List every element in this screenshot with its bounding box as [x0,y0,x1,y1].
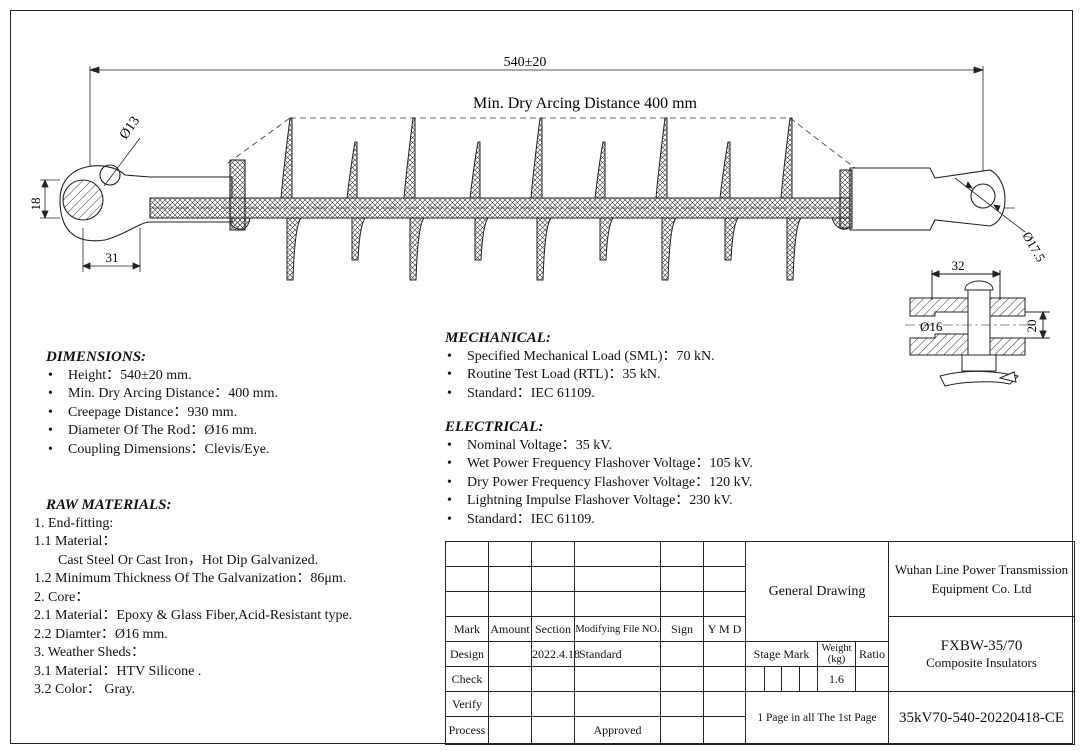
electrical-item: Dry Power Frequency Flashover Voltage：12… [445,474,753,493]
material-line: 3.2 Color： Gray. [34,682,135,697]
raw-materials-section: RAW MATERIALS: 1. End-fitting: 1.1 Mater… [34,496,352,700]
mechanical-item: Standard：IEC 61109. [445,385,715,404]
row-process: Process [445,716,489,745]
material-line: 1. End-fitting: [34,515,114,531]
weight-header: Weight (kg) [817,641,856,667]
product-name: Composite Insulators [926,654,1037,670]
header-modifying-file: Modifying File NO. [574,616,661,642]
material-line: 3.1 Material：HTV Silicone . [34,663,202,679]
eye-length-dim: 31 [106,250,119,265]
electrical-item: Wet Power Frequency Flashover Voltage：10… [445,455,753,474]
eye-end-fitting [59,159,246,242]
dimension-item: Creepage Distance：930 mm. [46,404,278,423]
model-number: FXBW-35/70 [940,637,1023,654]
ratio-header: Ratio [854,641,890,667]
weather-shed [530,117,553,281]
row-verify: Verify [445,691,489,717]
detail-width-dim: 32 [952,258,965,273]
header-amount: Amount [488,616,532,642]
dimensions-section: DIMENSIONS: Height：540±20 mm. Min. Dry A… [46,348,278,459]
overall-dimension-label: 540±20 [504,55,547,70]
page-count: 1 Page in all The 1st Page [744,691,890,745]
weather-shed [280,117,303,281]
raw-materials-heading: RAW MATERIALS: [46,497,172,513]
material-line: 2.1 Material：Epoxy & Glass Fiber,Acid-Re… [34,608,353,623]
detail-pin-dim: Ø16 [920,319,943,334]
arcing-distance-label: Min. Dry Arcing Distance 400 mm [473,95,698,112]
title-block: General Drawing Wuhan Line Power Transmi… [445,541,1076,745]
weather-shed [346,141,366,261]
weather-shed [594,141,614,261]
eye-hole-dim: Ø13 [117,114,143,142]
material-line: 1.2 Minimum Thickness Of The Galvanizati… [34,571,347,586]
header-mark: Mark [445,616,489,642]
dimension-item: Min. Dry Arcing Distance：400 mm. [46,385,278,404]
material-line: 3. Weather Sheds： [34,645,145,660]
dimensions-heading: DIMENSIONS: [46,349,147,365]
clevis-end-fitting [839,167,1006,231]
approved-label: Approved [574,716,661,745]
mechanical-heading: MECHANICAL: [445,330,551,346]
row-design: Design [445,641,489,667]
general-drawing-cell: General Drawing [744,541,890,642]
header-sign: Sign [660,616,704,642]
detail-height-dim: 20 [1024,320,1039,333]
weather-shed [780,117,803,281]
row-check: Check [445,666,489,692]
clevis-detail-view [905,270,1050,387]
clevis-hole-dim: Ø17.5 [1019,229,1048,264]
weather-shed [655,117,678,281]
electrical-heading: ELECTRICAL: [445,419,544,435]
model-and-product: FXBW-35/70 Composite Insulators [888,616,1076,692]
material-line: 2.2 Diamter：Ø16 mm. [34,626,168,642]
header-section: Section [531,616,575,642]
dimension-item: Diameter Of The Rod：Ø16 mm. [46,422,278,441]
stage-mark-header: Stage Mark [745,641,818,667]
company-name: Wuhan Line Power Transmission Equipment … [888,541,1076,617]
dimension-item: Height：540±20 mm. [46,367,278,386]
electrical-section: ELECTRICAL: Nominal Voltage：35 kV. Wet P… [445,418,753,529]
header-ymd: Y M D [703,616,746,642]
design-date: 2022.4.18 [531,641,580,667]
mechanical-section: MECHANICAL: Specified Mechanical Load (S… [445,329,715,403]
material-line: Cast Steel Or Cast Iron，Hot Dip Galvaniz… [58,552,319,568]
dimension-item: Coupling Dimensions：Clevis/Eye. [46,441,278,460]
weather-shed [719,141,739,261]
electrical-item: Lightning Impulse Flashover Voltage：230 … [445,492,753,511]
material-line: 1.1 Material： [34,534,117,549]
drawing-number: 35kV70-540-20220418-CE [888,691,1076,745]
mechanical-item: Routine Test Load (RTL)：35 kN. [445,366,715,385]
mechanical-item: Specified Mechanical Load (SML)：70 kN. [445,348,715,367]
electrical-item: Nominal Voltage：35 kV. [445,437,753,456]
weight-value: 1.6 [817,666,856,692]
weather-shed [403,117,426,281]
eye-height-dim: 18 [28,198,43,211]
electrical-item: Standard：IEC 61109. [445,511,753,530]
material-line: 2. Core： [34,589,90,605]
weather-shed [469,141,489,261]
design-standard: Standard [574,641,661,667]
